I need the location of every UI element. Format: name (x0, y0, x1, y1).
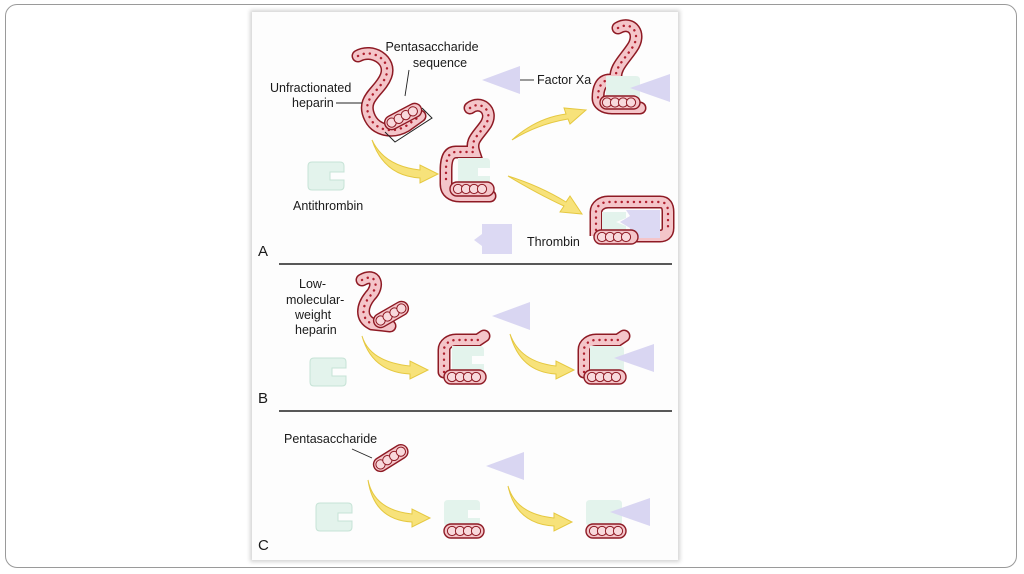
pentasaccharide-bracket (384, 107, 433, 143)
antithrombin-heparin-complex (439, 98, 497, 203)
label-unfractionated-heparin-2: heparin (292, 96, 334, 110)
unfractionated-heparin-chain (351, 47, 433, 143)
label-antithrombin: Antithrombin (293, 199, 363, 213)
pentasaccharide-c-leader (351, 448, 373, 459)
antithrombin-shape-b (309, 357, 347, 387)
pentasaccharide-factor-xa-complex (585, 498, 650, 539)
arrow-b-1 (361, 335, 430, 380)
factor-xa-shape (482, 66, 520, 94)
label-factor-xa: Factor Xa (537, 73, 591, 87)
arrow-a-to-thrombin (507, 175, 583, 215)
lmwh-complex-b (437, 329, 491, 385)
label-lmwh-3: weight (294, 308, 332, 322)
thrombin-shape (474, 224, 512, 254)
label-unfractionated-heparin-1: Unfractionated (270, 81, 351, 95)
arrow-c-1 (367, 479, 432, 528)
panel-a-letter: A (258, 243, 268, 260)
panel-a: A Pentasaccharide sequence Unfractionate… (258, 19, 675, 260)
label-pentasaccharide-sequence-1: Pentasaccharide (385, 40, 478, 54)
label-pentasaccharide-sequence-2: sequence (413, 56, 467, 70)
label-pentasaccharide: Pentasaccharide (284, 432, 377, 446)
pentasaccharide-free (372, 443, 409, 473)
arrow-c-2 (507, 485, 574, 532)
lmwh-chain (355, 271, 410, 333)
label-thrombin: Thrombin (527, 235, 580, 249)
lmwh-factor-xa-complex (577, 329, 654, 385)
label-lmwh-1: Low- (299, 277, 326, 291)
label-lmwh-4: heparin (295, 323, 337, 337)
pentasaccharide-leader (404, 69, 410, 97)
arrow-a-to-factor-xa (511, 107, 588, 141)
arrow-a-to-complex (371, 139, 440, 184)
arrow-b-2 (509, 333, 576, 380)
label-lmwh-2: molecular- (286, 293, 344, 307)
antithrombin-shape (307, 161, 345, 191)
panel-c-letter: C (258, 537, 269, 554)
panel-c: C Pentasaccharide (258, 432, 650, 554)
factor-xa-shape-b (492, 302, 530, 330)
pentasaccharide-antithrombin-complex (443, 500, 485, 539)
panel-b: B Low- molecular- weight heparin (258, 271, 654, 407)
factor-xa-complex (591, 19, 670, 115)
thrombin-complex (589, 195, 675, 245)
factor-xa-shape-c (486, 452, 524, 480)
panel-b-letter: B (258, 390, 268, 407)
antithrombin-shape-c (315, 502, 353, 532)
